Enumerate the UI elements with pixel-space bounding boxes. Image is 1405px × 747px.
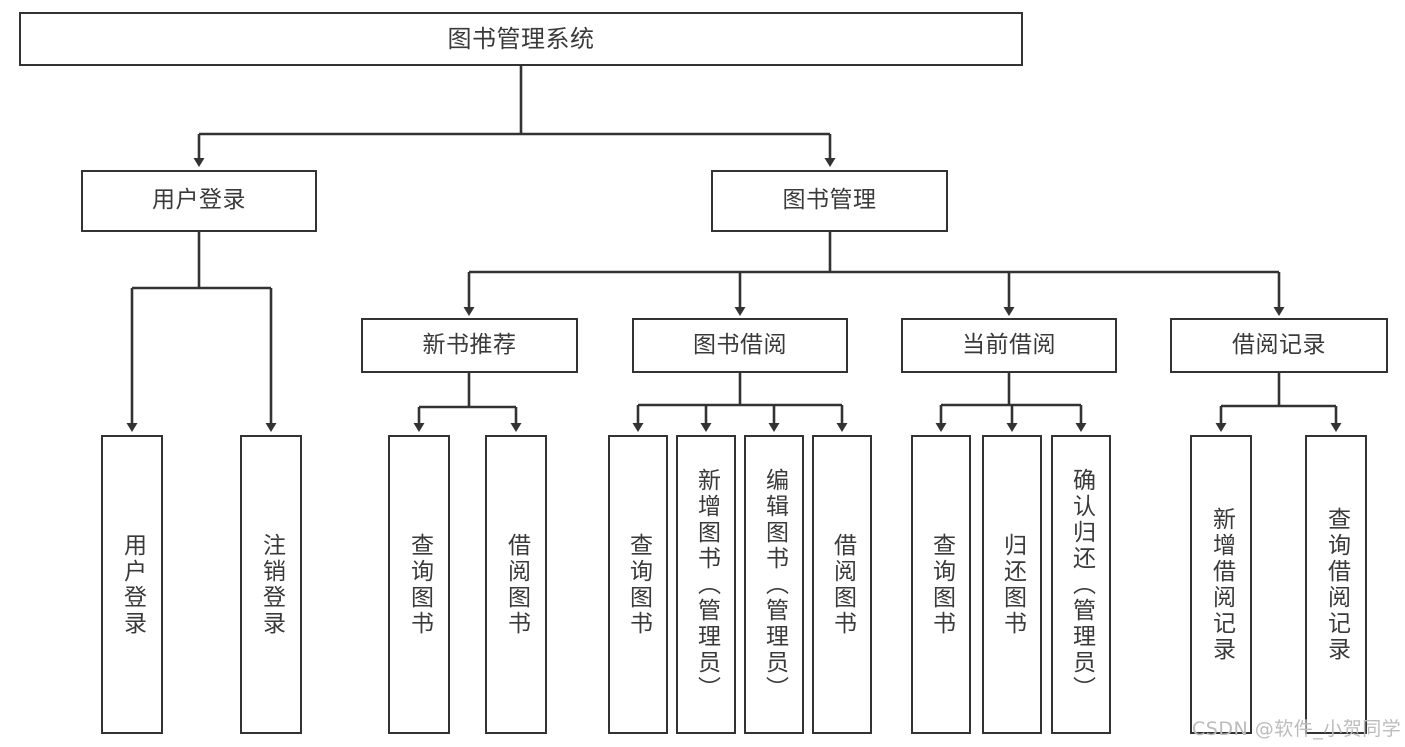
node-leaf-confirm-return[interactable]: 确认归还（管理员） (1051, 435, 1111, 734)
node-leaf-query-record[interactable]: 查询借阅记录 (1305, 435, 1367, 734)
node-leaf-return-book[interactable]: 归还图书 (982, 435, 1042, 734)
node-leaf-query-book-1-label: 查询图书 (406, 532, 433, 637)
node-leaf-borrow-book-1-label: 借阅图书 (503, 532, 530, 637)
node-leaf-user-login-label: 用户登录 (119, 532, 146, 637)
node-leaf-query-book-3[interactable]: 查询图书 (911, 435, 971, 734)
node-leaf-edit-book[interactable]: 编辑图书（管理员） (744, 435, 804, 734)
node-new-book-rec[interactable]: 新书推荐 (361, 318, 578, 373)
node-leaf-query-book-2[interactable]: 查询图书 (608, 435, 668, 734)
node-current-borrow[interactable]: 当前借阅 (901, 318, 1117, 373)
node-borrow-record[interactable]: 借阅记录 (1170, 318, 1388, 373)
node-user-login[interactable]: 用户登录 (81, 170, 317, 232)
node-leaf-query-book-3-label: 查询图书 (928, 532, 955, 637)
edge-group-borrow-record (1215, 373, 1342, 432)
edge-group-book-borrow (632, 373, 848, 432)
node-root-label: 图书管理系统 (447, 24, 595, 53)
node-leaf-add-book-label: 新增图书（管理员） (693, 467, 720, 702)
node-leaf-return-book-label: 归还图书 (999, 532, 1026, 637)
node-leaf-edit-book-label: 编辑图书（管理员） (761, 467, 788, 702)
edge-group-current-borrow (935, 373, 1087, 432)
node-leaf-borrow-book-2-label: 借阅图书 (829, 532, 856, 637)
node-book-borrow[interactable]: 图书借阅 (632, 318, 848, 373)
edge-group-book-manage (463, 232, 1285, 316)
node-book-borrow-label: 图书借阅 (693, 331, 787, 358)
node-leaf-add-book[interactable]: 新增图书（管理员） (676, 435, 736, 734)
node-user-login-label: 用户登录 (152, 187, 246, 214)
node-leaf-user-login[interactable]: 用户登录 (101, 435, 163, 734)
node-leaf-logout[interactable]: 注销登录 (240, 435, 302, 734)
node-leaf-add-record-label: 新增借阅记录 (1208, 506, 1235, 663)
node-leaf-add-record[interactable]: 新增借阅记录 (1190, 435, 1252, 734)
node-current-borrow-label: 当前借阅 (962, 331, 1056, 358)
node-leaf-query-record-label: 查询借阅记录 (1323, 506, 1350, 663)
csdn-watermark: CSDN @软件_小贺同学 (1192, 718, 1402, 740)
node-book-manage-label: 图书管理 (782, 187, 877, 214)
node-book-manage[interactable]: 图书管理 (711, 170, 948, 232)
node-leaf-borrow-book-2[interactable]: 借阅图书 (812, 435, 872, 734)
node-leaf-query-book-2-label: 查询图书 (625, 532, 652, 637)
edge-group-user-login (126, 232, 277, 432)
edge-group-root (193, 66, 836, 167)
node-root[interactable]: 图书管理系统 (19, 12, 1023, 66)
edge-group-new-book-rec (413, 373, 522, 432)
node-leaf-borrow-book-1[interactable]: 借阅图书 (485, 435, 547, 734)
node-borrow-record-label: 借阅记录 (1232, 331, 1326, 358)
node-leaf-logout-label: 注销登录 (258, 532, 285, 637)
node-leaf-query-book-1[interactable]: 查询图书 (388, 435, 450, 734)
node-leaf-confirm-return-label: 确认归还（管理员） (1068, 467, 1095, 702)
node-new-book-rec-label: 新书推荐 (422, 331, 517, 358)
